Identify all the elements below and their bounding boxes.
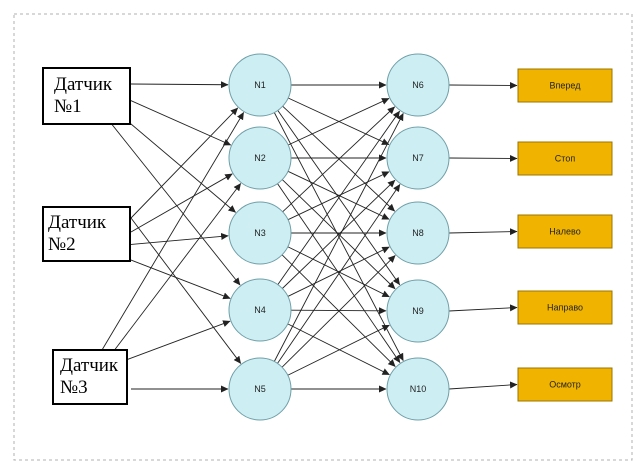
sensor-to-neuron-arrow bbox=[130, 173, 233, 233]
hidden-neuron: N1 bbox=[228, 53, 292, 117]
action-box-rect bbox=[517, 214, 613, 249]
neuron-label: N4 bbox=[254, 305, 266, 315]
action-box: Осмотр bbox=[517, 367, 613, 402]
connections bbox=[101, 81, 518, 393]
action-box: Налево bbox=[517, 214, 613, 249]
hidden-to-output-arrow bbox=[282, 106, 396, 213]
sensor-to-neuron-arrow bbox=[109, 183, 242, 357]
sensor-to-neuron-arrow bbox=[117, 320, 231, 364]
action-label: Налево bbox=[549, 227, 580, 237]
neuron-circle bbox=[228, 53, 292, 117]
action-label: Стоп bbox=[555, 154, 576, 164]
hidden-to-output-arrow bbox=[277, 183, 401, 364]
sensor-to-neuron-arrow bbox=[117, 254, 231, 300]
hidden-to-output-arrow bbox=[287, 171, 390, 221]
sensor-to-neuron-arrow bbox=[124, 97, 232, 146]
neuron-circle bbox=[386, 357, 450, 421]
hidden-to-output-arrow bbox=[281, 255, 396, 368]
neuron-label: N10 bbox=[410, 384, 427, 394]
hidden-neuron: N5 bbox=[228, 357, 292, 421]
action-box: Направо bbox=[517, 290, 613, 325]
neuron-label: N1 bbox=[254, 80, 266, 90]
neuron-to-action-arrow bbox=[448, 304, 518, 312]
neuron-circle bbox=[386, 126, 450, 190]
output-neuron: N9 bbox=[386, 279, 450, 343]
neuron-label: N2 bbox=[254, 153, 266, 163]
hidden-to-output-arrow bbox=[287, 324, 390, 376]
neuron-circle bbox=[228, 201, 292, 265]
sensor-box-1: Датчик №1 bbox=[42, 67, 131, 125]
neuron-label: N7 bbox=[412, 153, 424, 163]
sensor-box-3: Датчик №3 bbox=[52, 349, 128, 405]
neuron-label: N6 bbox=[412, 80, 424, 90]
action-box-rect bbox=[517, 290, 613, 325]
hidden-to-output-arrow bbox=[287, 246, 390, 297]
neuron-to-action-arrow bbox=[448, 228, 518, 236]
neuron-circle bbox=[386, 201, 450, 265]
neuron-circle bbox=[228, 126, 292, 190]
action-box-rect bbox=[517, 68, 613, 103]
sensor-to-neuron-arrow bbox=[124, 232, 229, 246]
neuron-to-action-arrow bbox=[448, 381, 518, 390]
sensor-box-2: Датчик №2 bbox=[42, 206, 131, 262]
action-box: Вперед bbox=[517, 68, 613, 103]
diagram-frame bbox=[13, 13, 633, 461]
neuron-to-action-arrow bbox=[448, 81, 518, 89]
output-neuron: N10 bbox=[386, 357, 450, 421]
action-box-rect bbox=[517, 141, 613, 176]
hidden-neuron: N4 bbox=[228, 278, 292, 342]
sensor-to-neuron-arrow bbox=[109, 121, 241, 286]
neuron-circle bbox=[386, 279, 450, 343]
neuron-circle bbox=[386, 53, 450, 117]
neuron-label: N3 bbox=[254, 228, 266, 238]
neuron-label: N5 bbox=[254, 384, 266, 394]
neuron-circle bbox=[228, 357, 292, 421]
neuron-label: N8 bbox=[412, 228, 424, 238]
output-neuron: N6 bbox=[386, 53, 450, 117]
hidden-neuron: N2 bbox=[228, 126, 292, 190]
output-neuron: N8 bbox=[386, 201, 450, 265]
sensor-label: Датчик №3 bbox=[60, 355, 119, 398]
hidden-to-output-arrow bbox=[290, 307, 387, 315]
action-label: Направо bbox=[547, 303, 583, 313]
action-label: Вперед bbox=[550, 81, 582, 91]
hidden-to-output-arrow bbox=[287, 323, 390, 376]
action-label: Осмотр bbox=[549, 380, 581, 390]
hidden-to-output-arrow bbox=[282, 179, 396, 289]
hidden-to-output-arrow bbox=[277, 183, 401, 364]
sensor-label: Датчик №2 bbox=[48, 212, 107, 255]
sensor-to-neuron-arrow bbox=[130, 81, 229, 89]
hidden-to-output-arrow bbox=[273, 112, 404, 362]
hidden-to-output-arrow bbox=[282, 105, 396, 212]
action-box: Стоп bbox=[517, 141, 613, 176]
neuron-label: N9 bbox=[412, 306, 424, 316]
sensor-to-neuron-arrow bbox=[130, 107, 239, 219]
action-box-rect bbox=[517, 367, 613, 402]
output-neuron: N7 bbox=[386, 126, 450, 190]
sensor-to-neuron-arrow bbox=[117, 112, 236, 213]
sensor-to-neuron-arrow bbox=[130, 217, 242, 364]
sensor-to-neuron-arrow bbox=[101, 112, 244, 351]
hidden-neuron: N3 bbox=[228, 201, 292, 265]
hidden-to-output-arrow bbox=[287, 98, 390, 146]
hidden-to-output-arrow bbox=[277, 110, 400, 285]
neuron-to-action-arrow bbox=[448, 154, 518, 162]
neuron-circle bbox=[228, 278, 292, 342]
sensor-label: Датчик №1 bbox=[54, 74, 113, 117]
